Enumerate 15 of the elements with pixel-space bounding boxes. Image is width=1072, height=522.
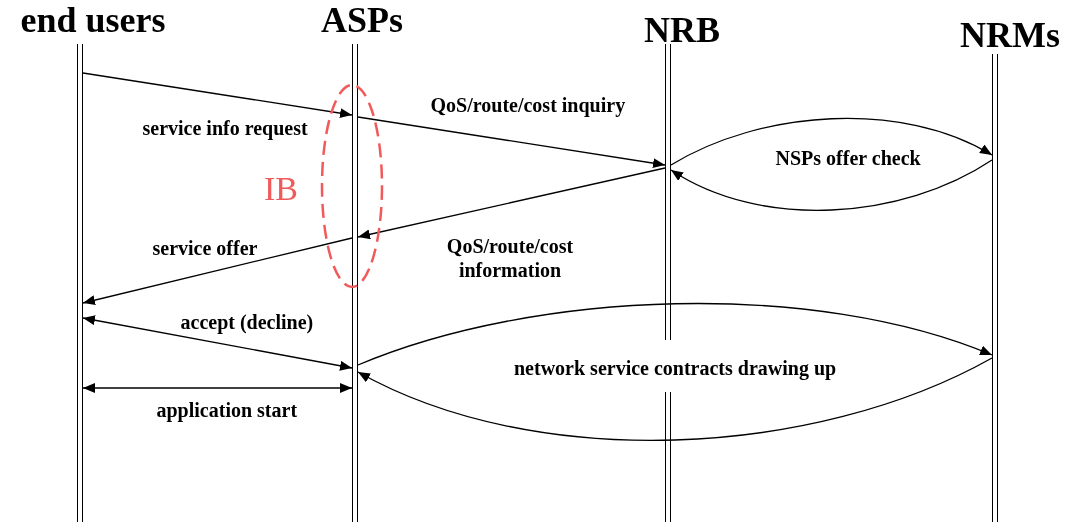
arrow <box>82 315 353 371</box>
arrow <box>357 167 666 240</box>
arrow <box>82 383 353 393</box>
arrow <box>82 237 353 306</box>
arrow <box>357 303 993 366</box>
arrow <box>357 116 666 169</box>
lifeline-header: ASPs <box>320 0 404 40</box>
lifeline-header: NRMs <box>959 15 1061 55</box>
region-label: IB <box>264 171 298 207</box>
arrow <box>670 159 993 211</box>
arrow <box>357 357 993 441</box>
lifeline-header: NRB <box>643 10 721 50</box>
arrow <box>670 118 993 166</box>
lifeline-header: end users <box>19 0 167 40</box>
arrow <box>82 72 353 119</box>
